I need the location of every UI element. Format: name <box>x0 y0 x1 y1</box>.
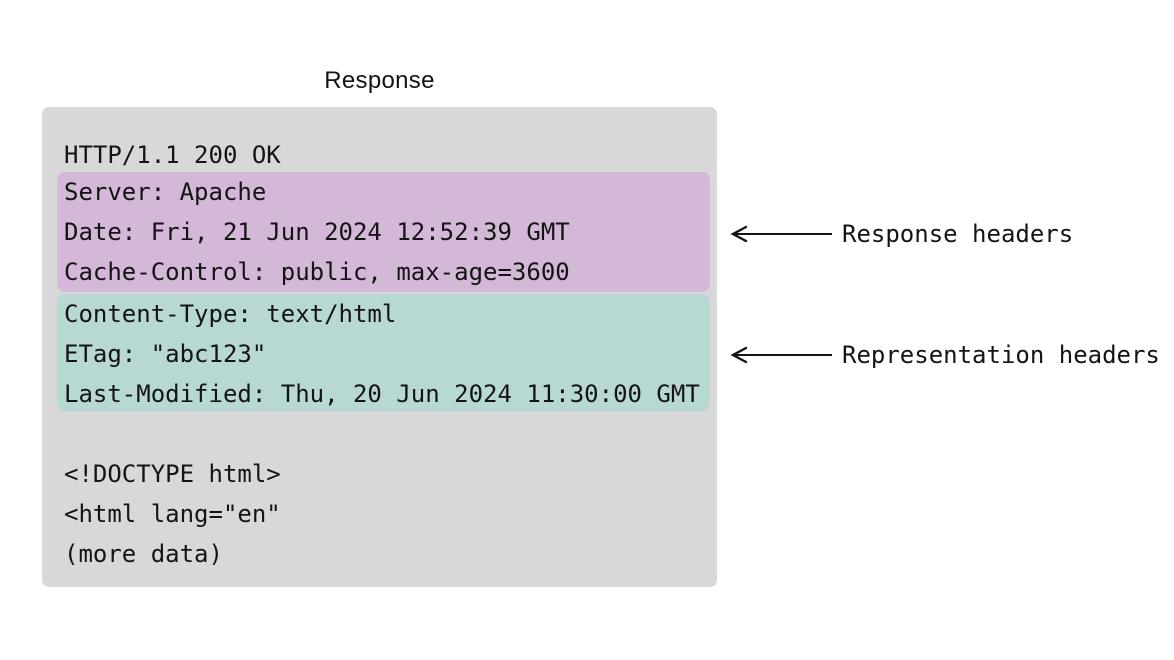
representation-headers-block: Content-Type: text/html ETag: "abc123" L… <box>57 294 710 411</box>
response-message-box: HTTP/1.1 200 OK Server: Apache Date: Fri… <box>42 107 717 587</box>
response-header-line: Date: Fri, 21 Jun 2024 12:52:39 GMT <box>64 218 570 246</box>
status-line: HTTP/1.1 200 OK <box>64 141 281 169</box>
representation-header-line: Content-Type: text/html <box>64 300 397 328</box>
left-arrow-icon <box>730 225 832 243</box>
response-body-block: <!DOCTYPE html> <html lang="en" (more da… <box>64 454 281 574</box>
response-header-line: Server: Apache <box>64 178 267 206</box>
body-line: <html lang="en" <box>64 500 281 528</box>
body-line: <!DOCTYPE html> <box>64 460 281 488</box>
response-headers-label: Response headers <box>842 220 1074 248</box>
representation-header-line: ETag: "abc123" <box>64 340 267 368</box>
diagram-title: Response <box>324 67 435 94</box>
body-line: (more data) <box>64 540 223 568</box>
response-headers-block: Server: Apache Date: Fri, 21 Jun 2024 12… <box>57 172 710 292</box>
left-arrow-icon <box>730 346 832 364</box>
response-header-line: Cache-Control: public, max-age=3600 <box>64 258 570 286</box>
representation-headers-label: Representation headers <box>842 341 1160 369</box>
representation-header-line: Last-Modified: Thu, 20 Jun 2024 11:30:00… <box>64 380 700 408</box>
